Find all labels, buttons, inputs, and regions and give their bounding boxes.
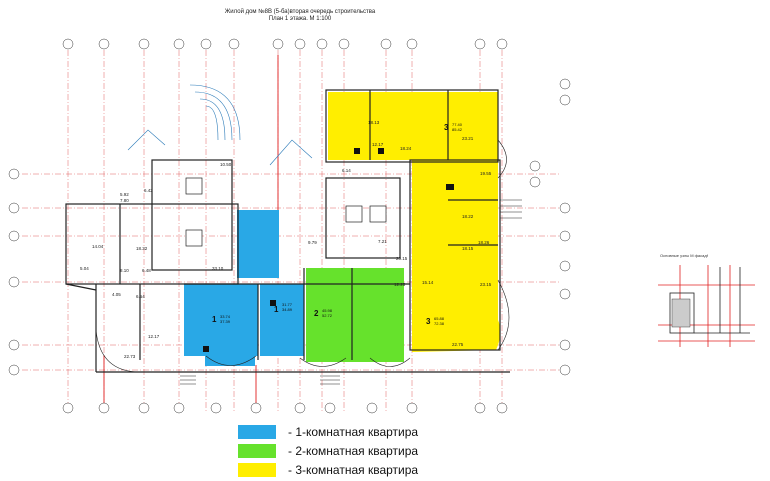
axis-bubbles-right [529,78,571,376]
title-line-2: План 1 этажа. М 1:100 [268,16,332,22]
entrance-steps [180,199,522,385]
area-20: 12.17 [372,142,384,147]
area-5: 6.42 [144,188,153,193]
utility-blocks [203,148,454,352]
room-areas: 14.04 18.32 5.92 7.80 6.42 10.50 5.04 8.… [80,120,492,359]
ramp-lines [127,84,313,166]
apartment-label-3b: 3 77.40 85.42 [444,122,463,132]
three-room-apartments [328,92,501,352]
apartment-number: 3 [444,123,449,132]
apartment-label-2: 2 45.98 52.72 [314,308,333,318]
area-7: 5.04 [80,266,89,271]
area-9: 6.48 [142,268,151,273]
apartment-total: 34.89 [282,307,293,312]
drawing-title: Жилой дом №8В (5-ба)вторая очередь строи… [0,9,600,23]
area-3: 5.92 [120,192,129,197]
apartment-total: 52.72 [322,313,333,318]
elevator-shafts [185,177,387,247]
walls [65,89,510,373]
area-10: 6.54 [136,294,145,299]
legend-item-three-room: - 3-комнатная квартира [238,462,418,478]
apartment-number: 3 [426,317,431,326]
axis-bubbles-top [62,38,508,50]
area-18: 20.15 [396,256,408,261]
area-19: 18.13 [368,120,380,125]
legend-swatch-green [238,444,276,458]
keyplan-walls [669,267,750,334]
legend: - 1-комнатная квартира - 2-комнатная ква… [238,424,418,481]
apartment-total: 72.38 [434,321,445,326]
apartment-label-1b: 1 31.77 34.89 [274,302,293,314]
keyplan-caption: Основные узлы М фасадf [660,253,708,258]
area-22: 23.21 [462,136,474,141]
legend-item-one-room: - 1-комнатная квартира [238,424,418,440]
bay-windows [95,139,510,373]
area-21: 18.24 [400,146,412,151]
area-25: 18.15 [462,246,474,251]
area-30: 22.75 [452,342,464,347]
one-room-apartments [184,210,304,366]
area-15: 6.14 [342,168,351,173]
area-8: 8.10 [120,268,129,273]
axis-bubbles-left [8,168,20,376]
area-28: 18.26 [478,240,490,245]
apartment-number: 2 [314,309,319,318]
legend-label: - 1-комнатная квартира [288,425,419,439]
area-13: 22.73 [124,354,136,359]
area-2: 18.32 [136,246,148,251]
apartment-area: 65.88 [434,316,445,321]
area-17: 7.21 [378,239,387,244]
apartment-label-3a: 3 65.88 72.38 [426,316,445,326]
apartment-number: 1 [212,315,217,324]
axis-bubbles-bottom [62,402,508,414]
area-12: 12.17 [148,334,160,339]
legend-label: - 2-комнатная квартира [288,444,419,458]
apartment-label-1a: 1 33.74 37.39 [212,314,231,324]
area-26: 23.15 [480,282,492,287]
area-6: 10.50 [220,162,232,167]
legend-item-two-room: - 2-комнатная квартира [238,443,418,459]
area-29: 12.25 [394,282,406,287]
apartment-area: 31.77 [282,302,293,307]
legend-swatch-yellow [238,463,276,477]
legend-swatch-blue [238,425,276,439]
apartment-total: 37.39 [220,319,231,324]
area-27: 15.14 [422,280,434,285]
area-23: 19.55 [480,171,492,176]
apartment-total: 85.42 [452,127,463,132]
keyplan-hatch [671,298,691,328]
apartment-area: 33.74 [220,314,231,319]
two-room-apartments [306,268,404,362]
area-4: 7.80 [120,198,129,203]
area-24: 18.22 [462,214,474,219]
apartment-number: 1 [274,305,279,314]
area-14: 33.10 [212,266,224,271]
apartment-area: 45.98 [322,308,333,313]
title-line-1: Жилой дом №8В (5-ба)вторая очередь строи… [224,9,376,15]
legend-label: - 3-комнатная квартира [288,463,419,477]
apartment-labels: 1 33.74 37.39 1 31.77 34.89 2 45.98 52.7… [212,122,463,326]
area-11: 4.05 [112,292,121,297]
key-plan [658,265,755,347]
area-1: 14.04 [92,244,104,249]
area-16: 9.79 [308,240,317,245]
apartment-area: 77.40 [452,122,463,127]
